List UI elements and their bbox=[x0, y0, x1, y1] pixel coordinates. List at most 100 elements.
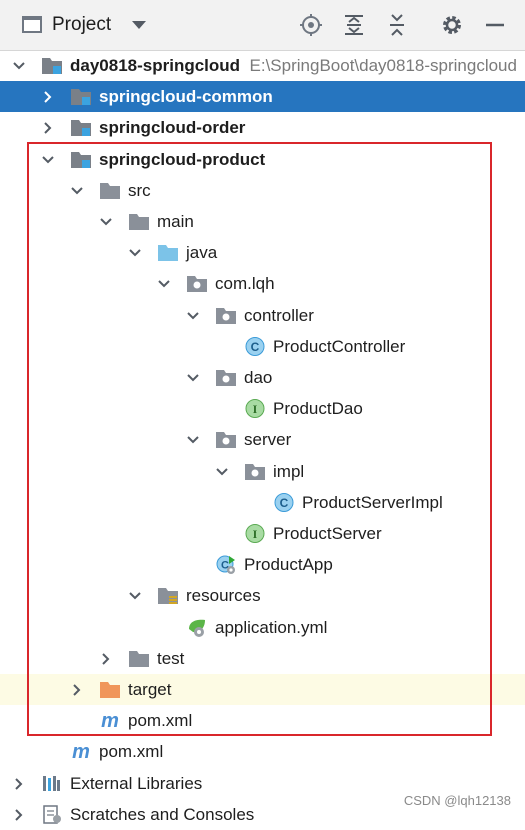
tree-node-label: dao bbox=[244, 362, 272, 393]
node-name: ProductApp bbox=[244, 555, 333, 575]
chevron-down-icon[interactable] bbox=[213, 456, 231, 487]
package-icon bbox=[244, 461, 266, 482]
gear-icon[interactable] bbox=[439, 12, 465, 38]
module-folder-icon bbox=[70, 86, 92, 107]
locate-icon[interactable] bbox=[298, 12, 324, 38]
node-name: springcloud-common bbox=[99, 87, 273, 107]
tree-node-label: main bbox=[157, 206, 194, 237]
collapse-all-icon[interactable] bbox=[384, 12, 410, 38]
folder-icon bbox=[99, 180, 121, 201]
chevron-right-icon[interactable] bbox=[97, 643, 115, 674]
tree-row[interactable]: External Libraries bbox=[0, 768, 525, 799]
node-name: controller bbox=[244, 305, 314, 325]
interface-icon: I bbox=[244, 523, 266, 544]
tree-node-label: impl bbox=[273, 456, 304, 487]
chevron-down-icon[interactable] bbox=[132, 21, 146, 29]
minimize-icon[interactable] bbox=[482, 12, 508, 38]
spring-boot-class-icon: C bbox=[215, 554, 237, 575]
tree-node-label: day0818-springcloud E:\SpringBoot\day081… bbox=[70, 50, 517, 81]
tree-row[interactable]: C ProductServerImpl bbox=[0, 487, 525, 518]
tree-row[interactable]: C ProductApp bbox=[0, 549, 525, 580]
watermark: CSDN @lqh12138 bbox=[403, 793, 511, 808]
chevron-down-icon[interactable] bbox=[126, 580, 144, 611]
tree-node-label: ProductServer bbox=[273, 518, 382, 549]
svg-text:C: C bbox=[251, 340, 260, 354]
svg-text:C: C bbox=[280, 496, 289, 510]
node-name: application.yml bbox=[215, 617, 328, 637]
node-path: E:\SpringBoot\day0818-springcloud bbox=[249, 56, 517, 75]
tree-node-label: springcloud-common bbox=[99, 81, 273, 112]
chevron-right-icon[interactable] bbox=[10, 768, 28, 799]
class-icon: C bbox=[273, 492, 295, 513]
tree-row[interactable]: springcloud-order bbox=[0, 112, 525, 143]
chevron-down-icon[interactable] bbox=[126, 237, 144, 268]
chevron-down-icon[interactable] bbox=[97, 206, 115, 237]
tree-row[interactable]: controller bbox=[0, 300, 525, 331]
node-name: src bbox=[128, 180, 151, 200]
tree-row[interactable]: resources bbox=[0, 580, 525, 611]
node-name: test bbox=[157, 648, 185, 668]
folder-icon bbox=[128, 648, 150, 669]
chevron-down-icon[interactable] bbox=[184, 300, 202, 331]
tree-row[interactable]: I ProductServer bbox=[0, 518, 525, 549]
chevron-right-icon[interactable] bbox=[39, 112, 57, 143]
tree-row[interactable]: server bbox=[0, 424, 525, 455]
maven-icon: m bbox=[70, 741, 92, 763]
source-folder-icon bbox=[157, 242, 179, 263]
tree-row[interactable]: springcloud-product bbox=[0, 144, 525, 175]
tree-row[interactable]: m pom.xml bbox=[0, 736, 525, 767]
module-folder-icon bbox=[41, 55, 63, 76]
tree-node-label: pom.xml bbox=[99, 736, 163, 767]
tree-node-label: ProductServerImpl bbox=[302, 487, 443, 518]
expand-all-icon[interactable] bbox=[341, 12, 367, 38]
chevron-down-icon[interactable] bbox=[10, 50, 28, 81]
node-name: ProductServerImpl bbox=[302, 492, 443, 512]
tree-row[interactable]: src bbox=[0, 175, 525, 206]
tree-node-label: src bbox=[128, 175, 151, 206]
tree-row[interactable]: com.lqh bbox=[0, 268, 525, 299]
chevron-right-icon[interactable] bbox=[68, 674, 86, 705]
node-name: java bbox=[186, 243, 218, 263]
project-view-title[interactable]: Project bbox=[52, 14, 112, 35]
chevron-down-icon[interactable] bbox=[39, 144, 57, 175]
chevron-right-icon[interactable] bbox=[10, 799, 28, 830]
tree-row[interactable]: impl bbox=[0, 456, 525, 487]
tree-row[interactable]: java bbox=[0, 237, 525, 268]
package-icon bbox=[215, 429, 237, 450]
chevron-down-icon[interactable] bbox=[155, 268, 173, 299]
tree-row[interactable]: day0818-springcloud E:\SpringBoot\day081… bbox=[0, 50, 525, 81]
tree-node-label: pom.xml bbox=[128, 705, 192, 736]
chevron-down-icon[interactable] bbox=[184, 362, 202, 393]
chevron-down-icon[interactable] bbox=[68, 175, 86, 206]
node-name: resources bbox=[186, 586, 261, 606]
node-name: ProductDao bbox=[273, 399, 363, 419]
tree-node-label: java bbox=[186, 237, 217, 268]
interface-icon: I bbox=[244, 398, 266, 419]
tree-node-label: target bbox=[128, 674, 171, 705]
svg-text:m: m bbox=[72, 741, 90, 762]
class-icon: C bbox=[244, 336, 266, 357]
tree-row[interactable]: dao bbox=[0, 362, 525, 393]
node-name: springcloud-product bbox=[99, 149, 266, 169]
node-name: ProductServer bbox=[273, 524, 382, 543]
tree-node-label: springcloud-product bbox=[99, 144, 265, 175]
node-name: main bbox=[157, 212, 194, 231]
chevron-right-icon[interactable] bbox=[39, 81, 57, 112]
svg-text:m: m bbox=[101, 710, 119, 731]
tree-node-label: server bbox=[244, 424, 291, 455]
spring-config-icon bbox=[186, 617, 208, 638]
resources-folder-icon bbox=[157, 585, 179, 606]
tree-row[interactable]: springcloud-common bbox=[0, 81, 525, 113]
tree-row[interactable]: m pom.xml bbox=[0, 705, 525, 736]
scratches-icon bbox=[41, 804, 63, 825]
tree-row[interactable]: main bbox=[0, 206, 525, 237]
chevron-down-icon[interactable] bbox=[184, 424, 202, 455]
tree-row[interactable]: target bbox=[0, 674, 525, 705]
node-name: day0818-springcloud bbox=[70, 56, 241, 75]
svg-text:I: I bbox=[253, 527, 258, 541]
tree-row[interactable]: I ProductDao bbox=[0, 393, 525, 424]
tree-node-label: test bbox=[157, 643, 184, 674]
tree-row[interactable]: test bbox=[0, 643, 525, 674]
tree-row[interactable]: application.yml bbox=[0, 612, 525, 643]
